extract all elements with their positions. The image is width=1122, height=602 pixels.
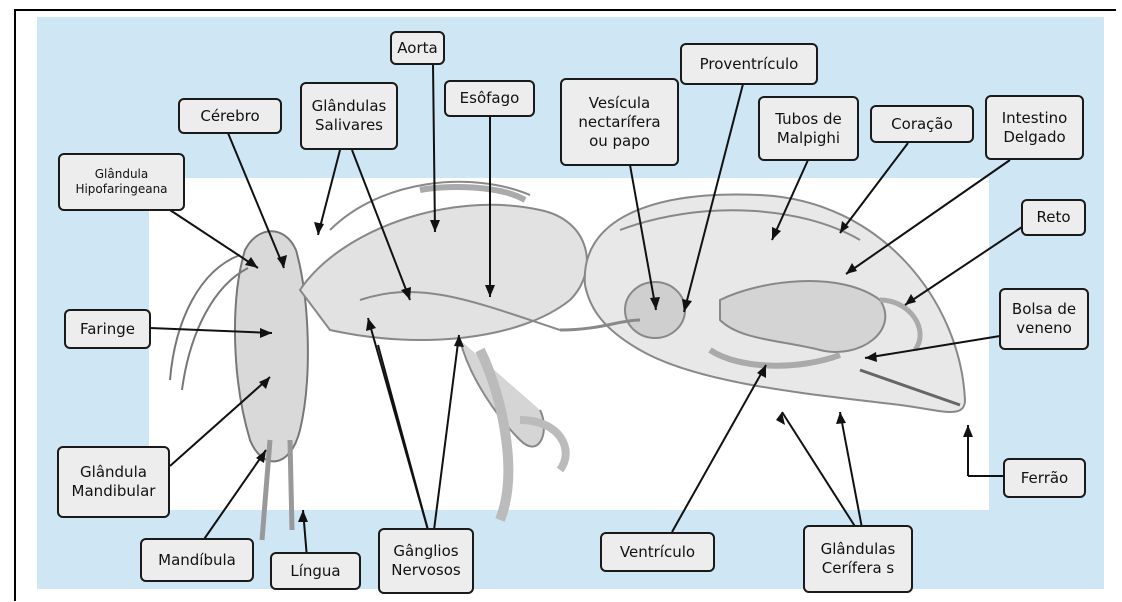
label-line: Malpighi xyxy=(777,129,840,148)
label-esofago: Esôfago xyxy=(444,80,535,117)
label-line: Mandíbula xyxy=(158,551,236,570)
label-line: Glândulas xyxy=(821,540,896,559)
label-line: Bolsa de xyxy=(1012,300,1076,319)
label-line: Gânglios xyxy=(393,542,458,561)
label-faringe: Faringe xyxy=(64,309,151,349)
label-reto: Reto xyxy=(1021,199,1086,236)
abdomen-sketch xyxy=(560,194,965,412)
label-cerebro: Cérebro xyxy=(178,98,282,134)
label-line: Hipofaringeana xyxy=(75,182,167,197)
label-line: Ventrículo xyxy=(620,543,695,562)
label-coracao: Coração xyxy=(870,105,974,143)
label-line: Mandibular xyxy=(72,482,156,501)
label-line: Aorta xyxy=(397,39,437,58)
label-line: Faringe xyxy=(80,320,135,339)
label-line: Coração xyxy=(891,115,953,134)
label-line: Glândula xyxy=(80,463,147,482)
label-line: Ferrão xyxy=(1021,469,1068,488)
label-line: Proventrículo xyxy=(700,55,799,74)
thorax-sketch xyxy=(300,182,587,520)
head-sketch xyxy=(170,231,308,540)
label-line: ou papo xyxy=(589,132,650,151)
label-line: Cerífera s xyxy=(822,559,895,578)
label-line: Esôfago xyxy=(460,89,520,108)
label-proventriculo: Proventrículo xyxy=(680,43,818,85)
label-line: Nervosos xyxy=(391,561,460,580)
label-ferrao: Ferrão xyxy=(1003,458,1086,498)
label-mandibula: Mandíbula xyxy=(140,538,254,582)
label-line: Glândulas xyxy=(312,97,387,116)
label-line: Salivares xyxy=(315,116,383,135)
label-aorta: Aorta xyxy=(390,31,445,65)
label-lingua: Língua xyxy=(270,552,361,590)
label-line: Glândula xyxy=(95,167,149,182)
label-line: Cérebro xyxy=(200,107,259,126)
label-line: veneno xyxy=(1016,319,1072,338)
label-line: Intestino xyxy=(1002,109,1068,128)
label-line: Vesícula xyxy=(589,94,650,113)
label-line: nectarífera xyxy=(578,113,660,132)
label-line: Delgado xyxy=(1003,128,1065,147)
label-line: Reto xyxy=(1036,208,1070,227)
label-line: Tubos de xyxy=(775,110,841,129)
label-line: Língua xyxy=(290,562,340,581)
label-ventriculo: Ventrículo xyxy=(600,532,715,572)
